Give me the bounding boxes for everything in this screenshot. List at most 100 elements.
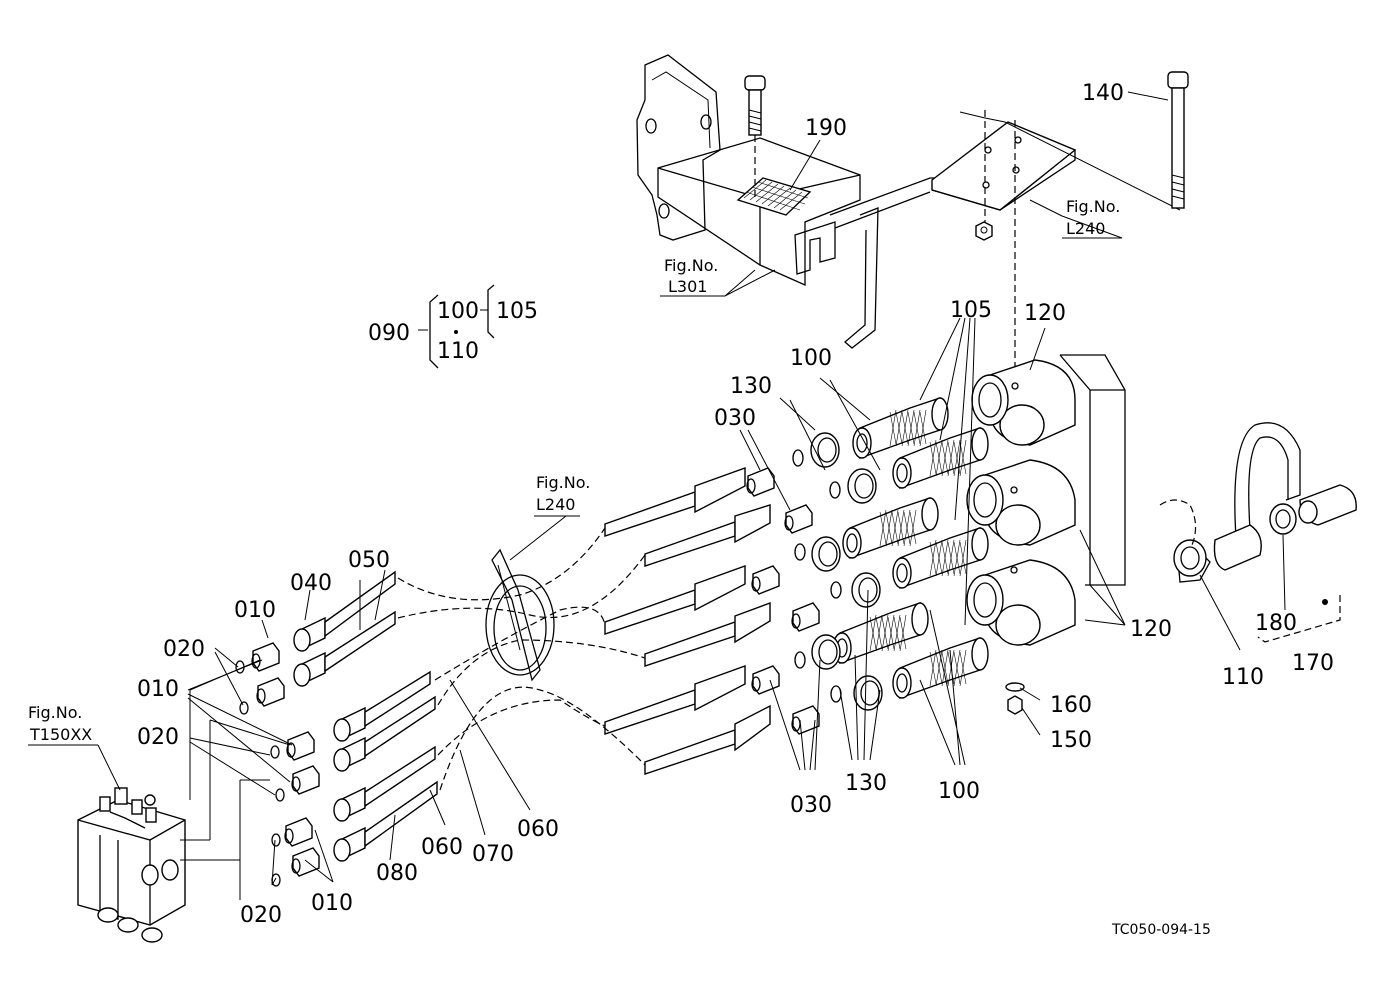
snap-ring — [811, 536, 841, 572]
callout-190: 190 — [805, 116, 847, 141]
callout-030-bottom: 030 — [790, 793, 832, 818]
svg-text:Fig.No.: Fig.No. — [1066, 197, 1120, 216]
dust-plug-assembly — [1159, 422, 1357, 643]
svg-text:T150XX: T150XX — [29, 725, 92, 744]
figure-reference-L240-mid: Fig.No. L240 — [534, 473, 590, 517]
hose-routing — [437, 639, 646, 706]
figure-reference-T150XX: Fig.No. T150XX — [28, 703, 121, 791]
hose-end-right — [644, 504, 771, 567]
callout-105-top: 105 — [950, 298, 992, 323]
snap-ring — [851, 572, 881, 608]
svg-text:110: 110 — [437, 339, 479, 364]
mounting-plate — [931, 110, 1181, 380]
quick-coupler — [832, 602, 929, 664]
callout-170: 170 — [1292, 651, 1334, 676]
svg-text:L301: L301 — [668, 277, 707, 296]
callout-100-top: 100 — [790, 346, 832, 371]
mounting-bracket — [636, 54, 861, 287]
svg-text:105: 105 — [496, 299, 538, 324]
retaining-clip — [829, 481, 841, 499]
hatch-pattern — [743, 179, 809, 211]
hydraulic-hoses — [293, 467, 771, 862]
adapter-fitting — [791, 602, 820, 632]
cable-tie — [485, 548, 555, 682]
hose-routing — [439, 686, 646, 791]
snap-ring — [853, 675, 883, 711]
adapter-fitting — [291, 847, 320, 877]
quick-coupler — [842, 497, 939, 559]
callout-060-b: 060 — [517, 817, 559, 842]
o-ring — [270, 745, 280, 759]
quick-coupler — [892, 637, 989, 699]
callout-010-b: 010 — [137, 677, 179, 702]
callout-040: 040 — [290, 571, 332, 596]
callout-020-a: 020 — [163, 637, 205, 662]
figure-reference-L301: Fig.No. L301 — [664, 256, 718, 297]
adapter-fitting — [251, 642, 280, 672]
callout-120-right: 120 — [1130, 617, 1172, 642]
snap-ring — [810, 432, 840, 468]
hose-routing — [434, 606, 606, 681]
drawing-code: TC050-094-15 — [1111, 922, 1211, 938]
callout-020-b: 020 — [137, 725, 179, 750]
figure-reference-L240-top: Fig.No. L240 — [1066, 197, 1120, 238]
hose-end-left — [333, 780, 438, 862]
hose-routing — [437, 699, 606, 756]
retaining-clip — [792, 449, 804, 467]
hose-end-left — [333, 695, 436, 772]
adapter-fitting — [284, 817, 313, 847]
hose-end-right — [604, 665, 746, 735]
hose-end-left — [293, 610, 396, 687]
callout-100-bottom: 100 — [938, 779, 980, 804]
quick-coupler — [892, 527, 989, 589]
callout-120-top: 120 — [1024, 301, 1066, 326]
callout-010-c: 010 — [311, 891, 353, 916]
svg-text:Fig.No.: Fig.No. — [28, 703, 82, 722]
callout-080: 080 — [376, 861, 418, 886]
callout-130-top: 130 — [730, 374, 772, 399]
callout-140: 140 — [1082, 81, 1124, 106]
callout-130-bottom: 130 — [845, 771, 887, 796]
adapter-fitting — [751, 565, 780, 595]
adapter-fitting — [256, 677, 285, 707]
callout-150: 150 — [1050, 728, 1092, 753]
adapter-fitting — [746, 467, 775, 497]
control-valve — [77, 787, 186, 943]
hose-end-right — [644, 704, 771, 775]
hose-end-right — [604, 565, 746, 635]
retaining-clip — [830, 685, 842, 703]
hose-end-right — [604, 467, 746, 537]
svg-text:Fig.No.: Fig.No. — [536, 473, 590, 492]
o-ring — [275, 788, 285, 802]
callout-060-a: 060 — [421, 835, 463, 860]
o-ring — [239, 701, 249, 715]
svg-text:L240: L240 — [1066, 219, 1105, 238]
quick-coupler — [892, 427, 989, 489]
callout-110-right: 110 — [1222, 665, 1264, 690]
quick-coupler — [852, 397, 949, 459]
callout-160: 160 — [1050, 693, 1092, 718]
snap-ring — [811, 634, 841, 670]
hose-routing — [397, 554, 646, 619]
callout-180: 180 — [1255, 611, 1297, 636]
svg-text:Fig.No.: Fig.No. — [664, 256, 718, 275]
adapter-fitting — [286, 731, 315, 761]
hose-routing — [397, 527, 606, 601]
svg-text:100: 100 — [437, 299, 479, 324]
coupler-holder-blocks — [966, 354, 1126, 715]
callout-030-top: 030 — [714, 406, 756, 431]
adapter-fitting — [784, 504, 813, 534]
adapter-fitting — [291, 765, 320, 795]
retaining-clip — [794, 543, 806, 561]
callout-050: 050 — [348, 548, 390, 573]
snap-ring — [847, 468, 877, 504]
o-ring — [271, 873, 281, 887]
hose-end-left — [333, 670, 431, 742]
hose-end-left — [333, 745, 436, 822]
adapters — [235, 467, 820, 887]
leader-lines — [187, 91, 1286, 886]
svg-text:090: 090 — [368, 321, 410, 346]
long-bolt — [1167, 71, 1189, 209]
group-bracket-legend: 090 100 110 105 — [368, 284, 538, 369]
